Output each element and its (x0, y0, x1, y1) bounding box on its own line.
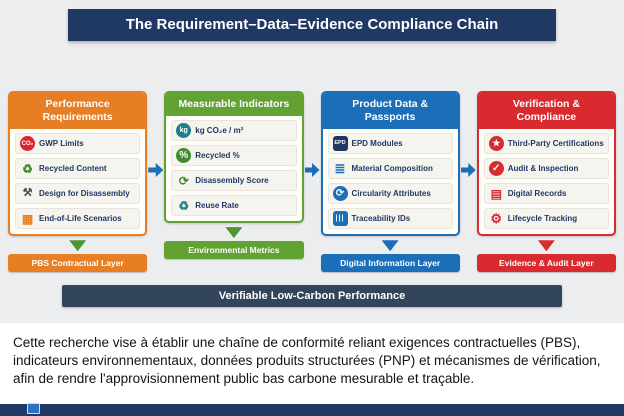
item-label: Circularity Attributes (351, 189, 431, 199)
list-item: ⟳ Circularity Attributes (327, 183, 453, 205)
down-arrow-icon (69, 240, 87, 252)
column-items: EPD EPD Modules ≣ Material Composition ⟳… (323, 129, 458, 234)
epd-icon: EPD (332, 136, 348, 152)
list-item: ▦ End-of-Life Scenarios (15, 208, 141, 230)
flow-arrow-right-icon (304, 163, 320, 177)
list-item: ⚙ Lifecycle Tracking (483, 208, 609, 230)
list-item: % Recycled % (171, 145, 297, 167)
co2-icon: CO₂ (20, 136, 35, 152)
circularity-icon: ⟳ (332, 186, 348, 202)
layer-bar-evidence: Evidence & Audit Layer (476, 254, 616, 273)
column-header: Verification & Compliance (478, 93, 614, 130)
list-item: kg kg CO₂e / m² (171, 120, 297, 142)
item-label: Material Composition (351, 164, 433, 174)
column-performance-requirements: Performance Requirements CO₂ GWP Limits … (8, 91, 148, 273)
item-label: Lifecycle Tracking (507, 214, 578, 224)
certification-badge-icon: ★ (488, 136, 504, 152)
column-product-data-passports: Product Data & Passports EPD EPD Modules… (320, 91, 460, 273)
column-items: ★ Third-Party Certifications ✓ Audit & I… (479, 129, 614, 234)
list-item: ♻ Reuse Rate (171, 195, 297, 217)
audit-check-icon: ✓ (488, 161, 504, 177)
item-label: EPD Modules (351, 139, 403, 149)
list-item: ⚒ Design for Disassembly (15, 183, 141, 205)
column-header: Performance Requirements (10, 93, 146, 130)
column-items: CO₂ GWP Limits ♻ Recycled Content ⚒ Desi… (10, 129, 145, 234)
column-card: Product Data & Passports EPD EPD Modules… (320, 91, 460, 237)
scale-icon: kg (176, 123, 192, 139)
column-card: Verification & Compliance ★ Third-Party … (476, 91, 616, 237)
column-verification-compliance: Verification & Compliance ★ Third-Party … (476, 91, 616, 273)
caption-text: Cette recherche vise à établir une chaîn… (13, 335, 601, 386)
gear-icon: ⚙ (490, 211, 503, 227)
list-item: ⟳ Disassembly Score (171, 170, 297, 192)
cycle-icon: ⟳ (178, 173, 189, 188)
tools-icon: ⚒ (22, 187, 33, 200)
item-label: Recycled % (195, 151, 240, 161)
item-label: End-of-Life Scenarios (39, 214, 122, 224)
slide-thumbnail-icon (27, 403, 40, 414)
list-item: EPD EPD Modules (327, 133, 453, 155)
list-item: CO₂ GWP Limits (15, 133, 141, 155)
document-icon: ▤ (490, 186, 502, 201)
layer-bar-environmental: Environmental Metrics (164, 241, 304, 260)
columns-row: Performance Requirements CO₂ GWP Limits … (0, 91, 624, 273)
verifiable-performance-bar: Verifiable Low-Carbon Performance (62, 285, 562, 308)
down-arrow-icon (537, 240, 555, 252)
list-item: ▤ Digital Records (483, 183, 609, 205)
barcode-icon: ||| (332, 211, 348, 227)
layer-bar-pbs: PBS Contractual Layer (8, 254, 148, 273)
column-card: Performance Requirements CO₂ GWP Limits … (8, 91, 148, 237)
item-label: Disassembly Score (195, 176, 269, 186)
diagram-section: The Requirement–Data–Evidence Compliance… (0, 0, 624, 323)
list-item: ★ Third-Party Certifications (483, 133, 609, 155)
flow-arrow-right-icon (460, 163, 476, 177)
item-label: Recycled Content (39, 164, 107, 174)
list-item: ♻ Recycled Content (15, 158, 141, 180)
item-label: Design for Disassembly (39, 189, 130, 199)
column-items: kg kg CO₂e / m² % Recycled % ⟳ Disassemb… (166, 116, 301, 221)
item-label: Third-Party Certifications (507, 139, 604, 149)
column-measurable-indicators: Measurable Indicators kg kg CO₂e / m² % … (164, 91, 304, 260)
page-title: The Requirement–Data–Evidence Compliance… (68, 9, 556, 41)
item-label: GWP Limits (39, 139, 84, 149)
down-arrow-icon (225, 227, 243, 239)
reuse-icon: ♻ (178, 198, 190, 213)
item-label: kg CO₂e / m² (195, 126, 244, 136)
flow-arrow-right-icon (148, 163, 164, 177)
recycle-icon: ♻ (22, 161, 33, 176)
column-header: Product Data & Passports (322, 93, 458, 130)
list-item: ≣ Material Composition (327, 158, 453, 180)
item-label: Reuse Rate (195, 201, 239, 211)
layer-bar-digital: Digital Information Layer (320, 254, 460, 273)
item-label: Traceability IDs (351, 214, 411, 224)
bottom-bar (0, 404, 624, 416)
layers-icon: ≣ (334, 161, 346, 177)
item-label: Audit & Inspection (507, 164, 579, 174)
column-card: Measurable Indicators kg kg CO₂e / m² % … (164, 91, 304, 224)
list-item: ||| Traceability IDs (327, 208, 453, 230)
building-icon: ▦ (21, 211, 34, 226)
down-arrow-icon (381, 240, 399, 252)
column-header: Measurable Indicators (166, 93, 302, 117)
percent-icon: % (176, 148, 192, 164)
list-item: ✓ Audit & Inspection (483, 158, 609, 180)
item-label: Digital Records (507, 189, 567, 199)
